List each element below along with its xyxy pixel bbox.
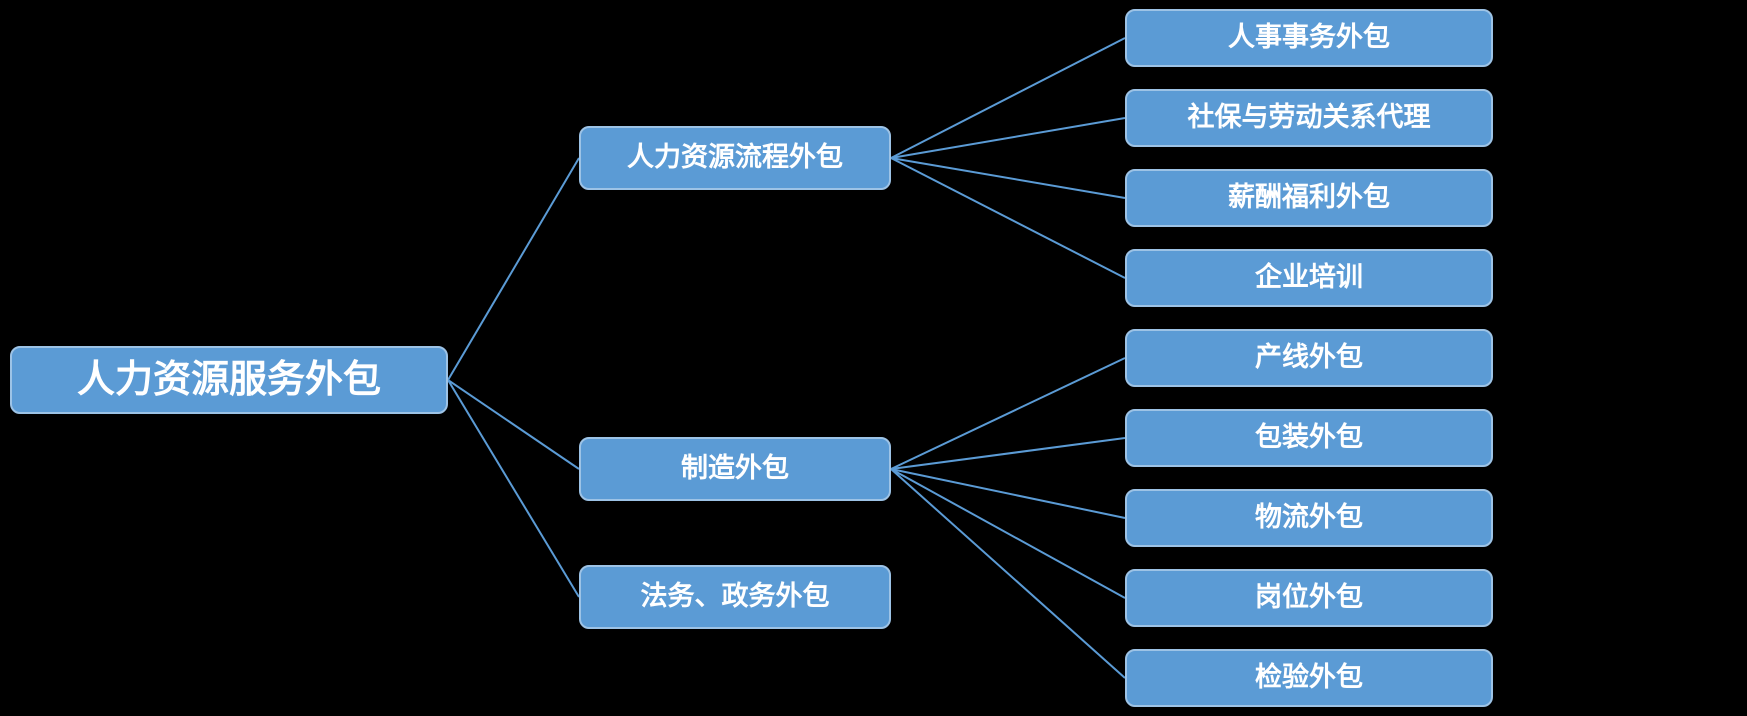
connector-line xyxy=(890,37,1126,159)
connector-line xyxy=(890,468,1126,599)
branch-node-manufacturing-outsourcing: 制造外包 xyxy=(579,437,891,501)
connector-line xyxy=(447,157,580,381)
branch-node-hr-process-outsourcing: 人力资源流程外包 xyxy=(579,126,891,190)
connector-line xyxy=(890,157,1126,199)
connector-line xyxy=(890,468,1126,519)
connector-line xyxy=(890,468,1126,679)
leaf-node-logistics-outsourcing: 物流外包 xyxy=(1125,489,1493,547)
connector-line xyxy=(890,437,1126,470)
root-node-hr-service-outsourcing: 人力资源服务外包 xyxy=(10,346,448,414)
connector-line xyxy=(447,379,580,470)
connector-line xyxy=(447,379,580,598)
leaf-node-social-insurance-labor-relations-agency: 社保与劳动关系代理 xyxy=(1125,89,1493,147)
leaf-node-inspection-outsourcing: 检验外包 xyxy=(1125,649,1493,707)
connector-line xyxy=(890,117,1126,159)
leaf-node-production-line-outsourcing: 产线外包 xyxy=(1125,329,1493,387)
leaf-node-corporate-training: 企业培训 xyxy=(1125,249,1493,307)
connector-line xyxy=(890,157,1126,279)
leaf-node-personnel-affairs-outsourcing: 人事事务外包 xyxy=(1125,9,1493,67)
connector-line xyxy=(890,357,1126,470)
leaf-node-compensation-benefits-outsourcing: 薪酬福利外包 xyxy=(1125,169,1493,227)
branch-node-legal-government-outsourcing: 法务、政务外包 xyxy=(579,565,891,629)
leaf-node-packaging-outsourcing: 包装外包 xyxy=(1125,409,1493,467)
leaf-node-position-outsourcing: 岗位外包 xyxy=(1125,569,1493,627)
